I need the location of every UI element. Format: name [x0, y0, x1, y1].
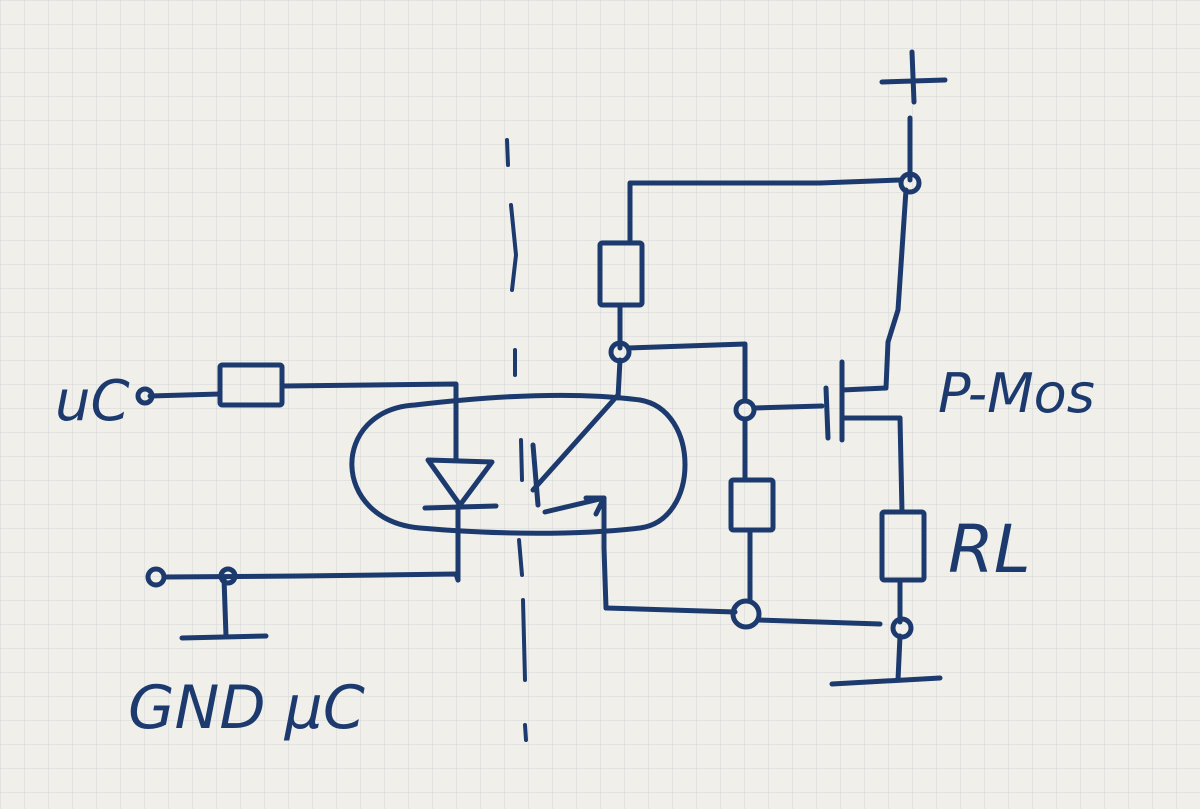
led-anode-wire — [280, 381, 459, 399]
load-resistor-label: RL — [948, 511, 1031, 588]
supply-plus-symbol — [879, 49, 948, 105]
collector-wire — [615, 357, 623, 401]
phototransistor-emitter-to-ground-wire — [603, 605, 738, 615]
ground-junction-left — [730, 598, 762, 630]
optocoupler-outline — [349, 392, 688, 536]
isolation-barrier-line — [505, 138, 528, 742]
optocoupler-led — [422, 389, 499, 583]
gate-wire — [752, 403, 825, 411]
gnd-uc-stub — [221, 575, 229, 639]
gnd-uc-junction — [218, 566, 238, 586]
collector-to-gate-node-wire — [625, 341, 748, 403]
ground-stub-right — [895, 633, 903, 683]
uc-input-terminal — [135, 386, 155, 406]
ground-symbol-right — [829, 675, 943, 687]
p-mos-label: P-Mos — [938, 362, 1095, 425]
load-resistor — [879, 509, 927, 583]
mos-drain-to-load-wire — [897, 415, 905, 515]
uc-input-wire — [147, 391, 223, 399]
uc-input-label: uC — [55, 369, 130, 434]
gnd-uc-label: GND µC — [128, 673, 365, 743]
gnd-uc-ground-symbol — [179, 633, 269, 641]
supply-rail-top — [627, 177, 903, 243]
phototransistor — [530, 392, 621, 611]
supply-to-mos-source — [839, 187, 909, 393]
ground-rail-bottom — [755, 617, 883, 627]
p-mos-transistor — [823, 359, 903, 443]
